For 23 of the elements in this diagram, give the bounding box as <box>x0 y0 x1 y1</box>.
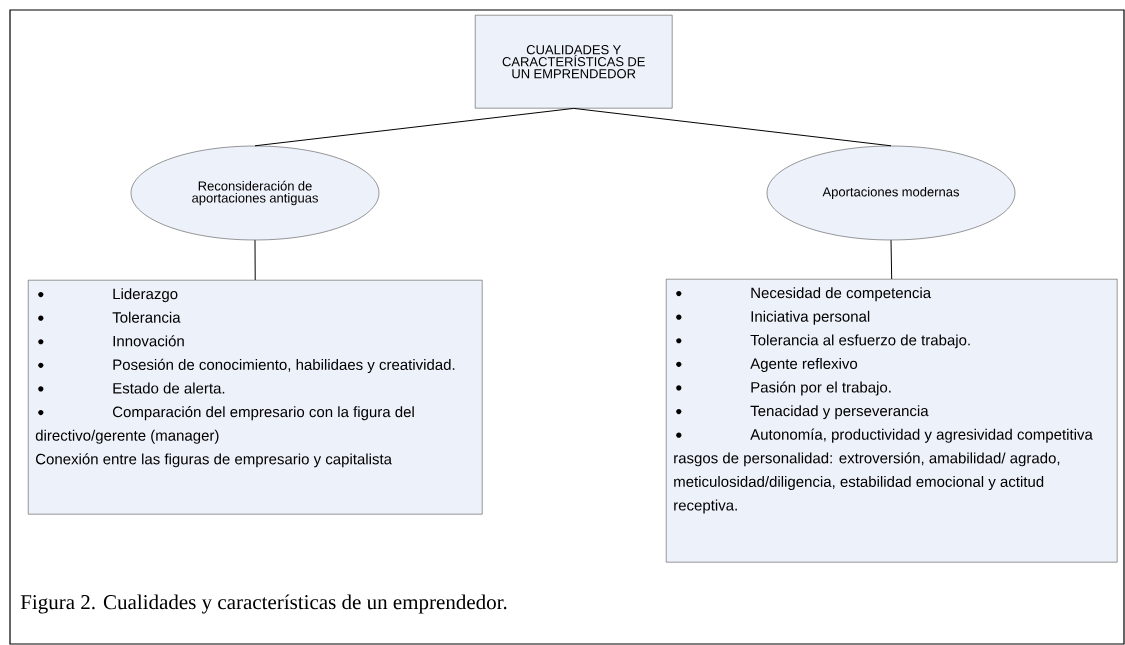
bullet-item: Tenacidad y perseverancia <box>676 405 929 420</box>
bullet-item: Liderazgo <box>38 288 178 303</box>
bullet-item: Necesidad de competencia <box>676 287 932 302</box>
title-box: CUALIDADES Y CARACTERÍSTICAS DE UN EMPRENDEDOR <box>475 15 673 109</box>
connector-line <box>254 107 575 147</box>
bullet-item: Pasión por el trabajo. <box>676 381 891 396</box>
bullet-item: Tolerancia al esfuerzo de trabajo. <box>676 334 970 349</box>
list-note: rasgos de personalidad: extroversión, amabilidad/ agrado, meticulosidad/diligencia, estabilidad emocional y actitud receptiva. <box>674 452 1060 514</box>
bullet-item: Comparación del empresario con la figura del directivo/gerente (manager) <box>35 406 414 444</box>
connector-line <box>573 107 892 147</box>
connector-line <box>890 239 893 280</box>
connector-line <box>254 239 256 281</box>
bullet-item: Posesión de conocimiento, habilidaes y creatividad. <box>38 358 455 373</box>
bullet-item: Innovación <box>38 335 184 347</box>
list-note: Conexión entre las figuras de empresario y capitalista <box>36 453 392 468</box>
list-box <box>666 279 1118 563</box>
bullet-item: Estado de alerta. <box>38 382 225 394</box>
bullet-item: Agente reflexivo <box>676 358 858 372</box>
bullet-item: Iniciativa personal <box>676 310 870 325</box>
caption: Figura 2. Cualidades y características de un emprendedor. <box>20 594 507 614</box>
bullet-item: Autonomía, productividad y agresividad competitiva <box>676 428 1093 443</box>
bullet-item: Tolerancia <box>38 311 181 323</box>
list-box <box>28 280 483 515</box>
